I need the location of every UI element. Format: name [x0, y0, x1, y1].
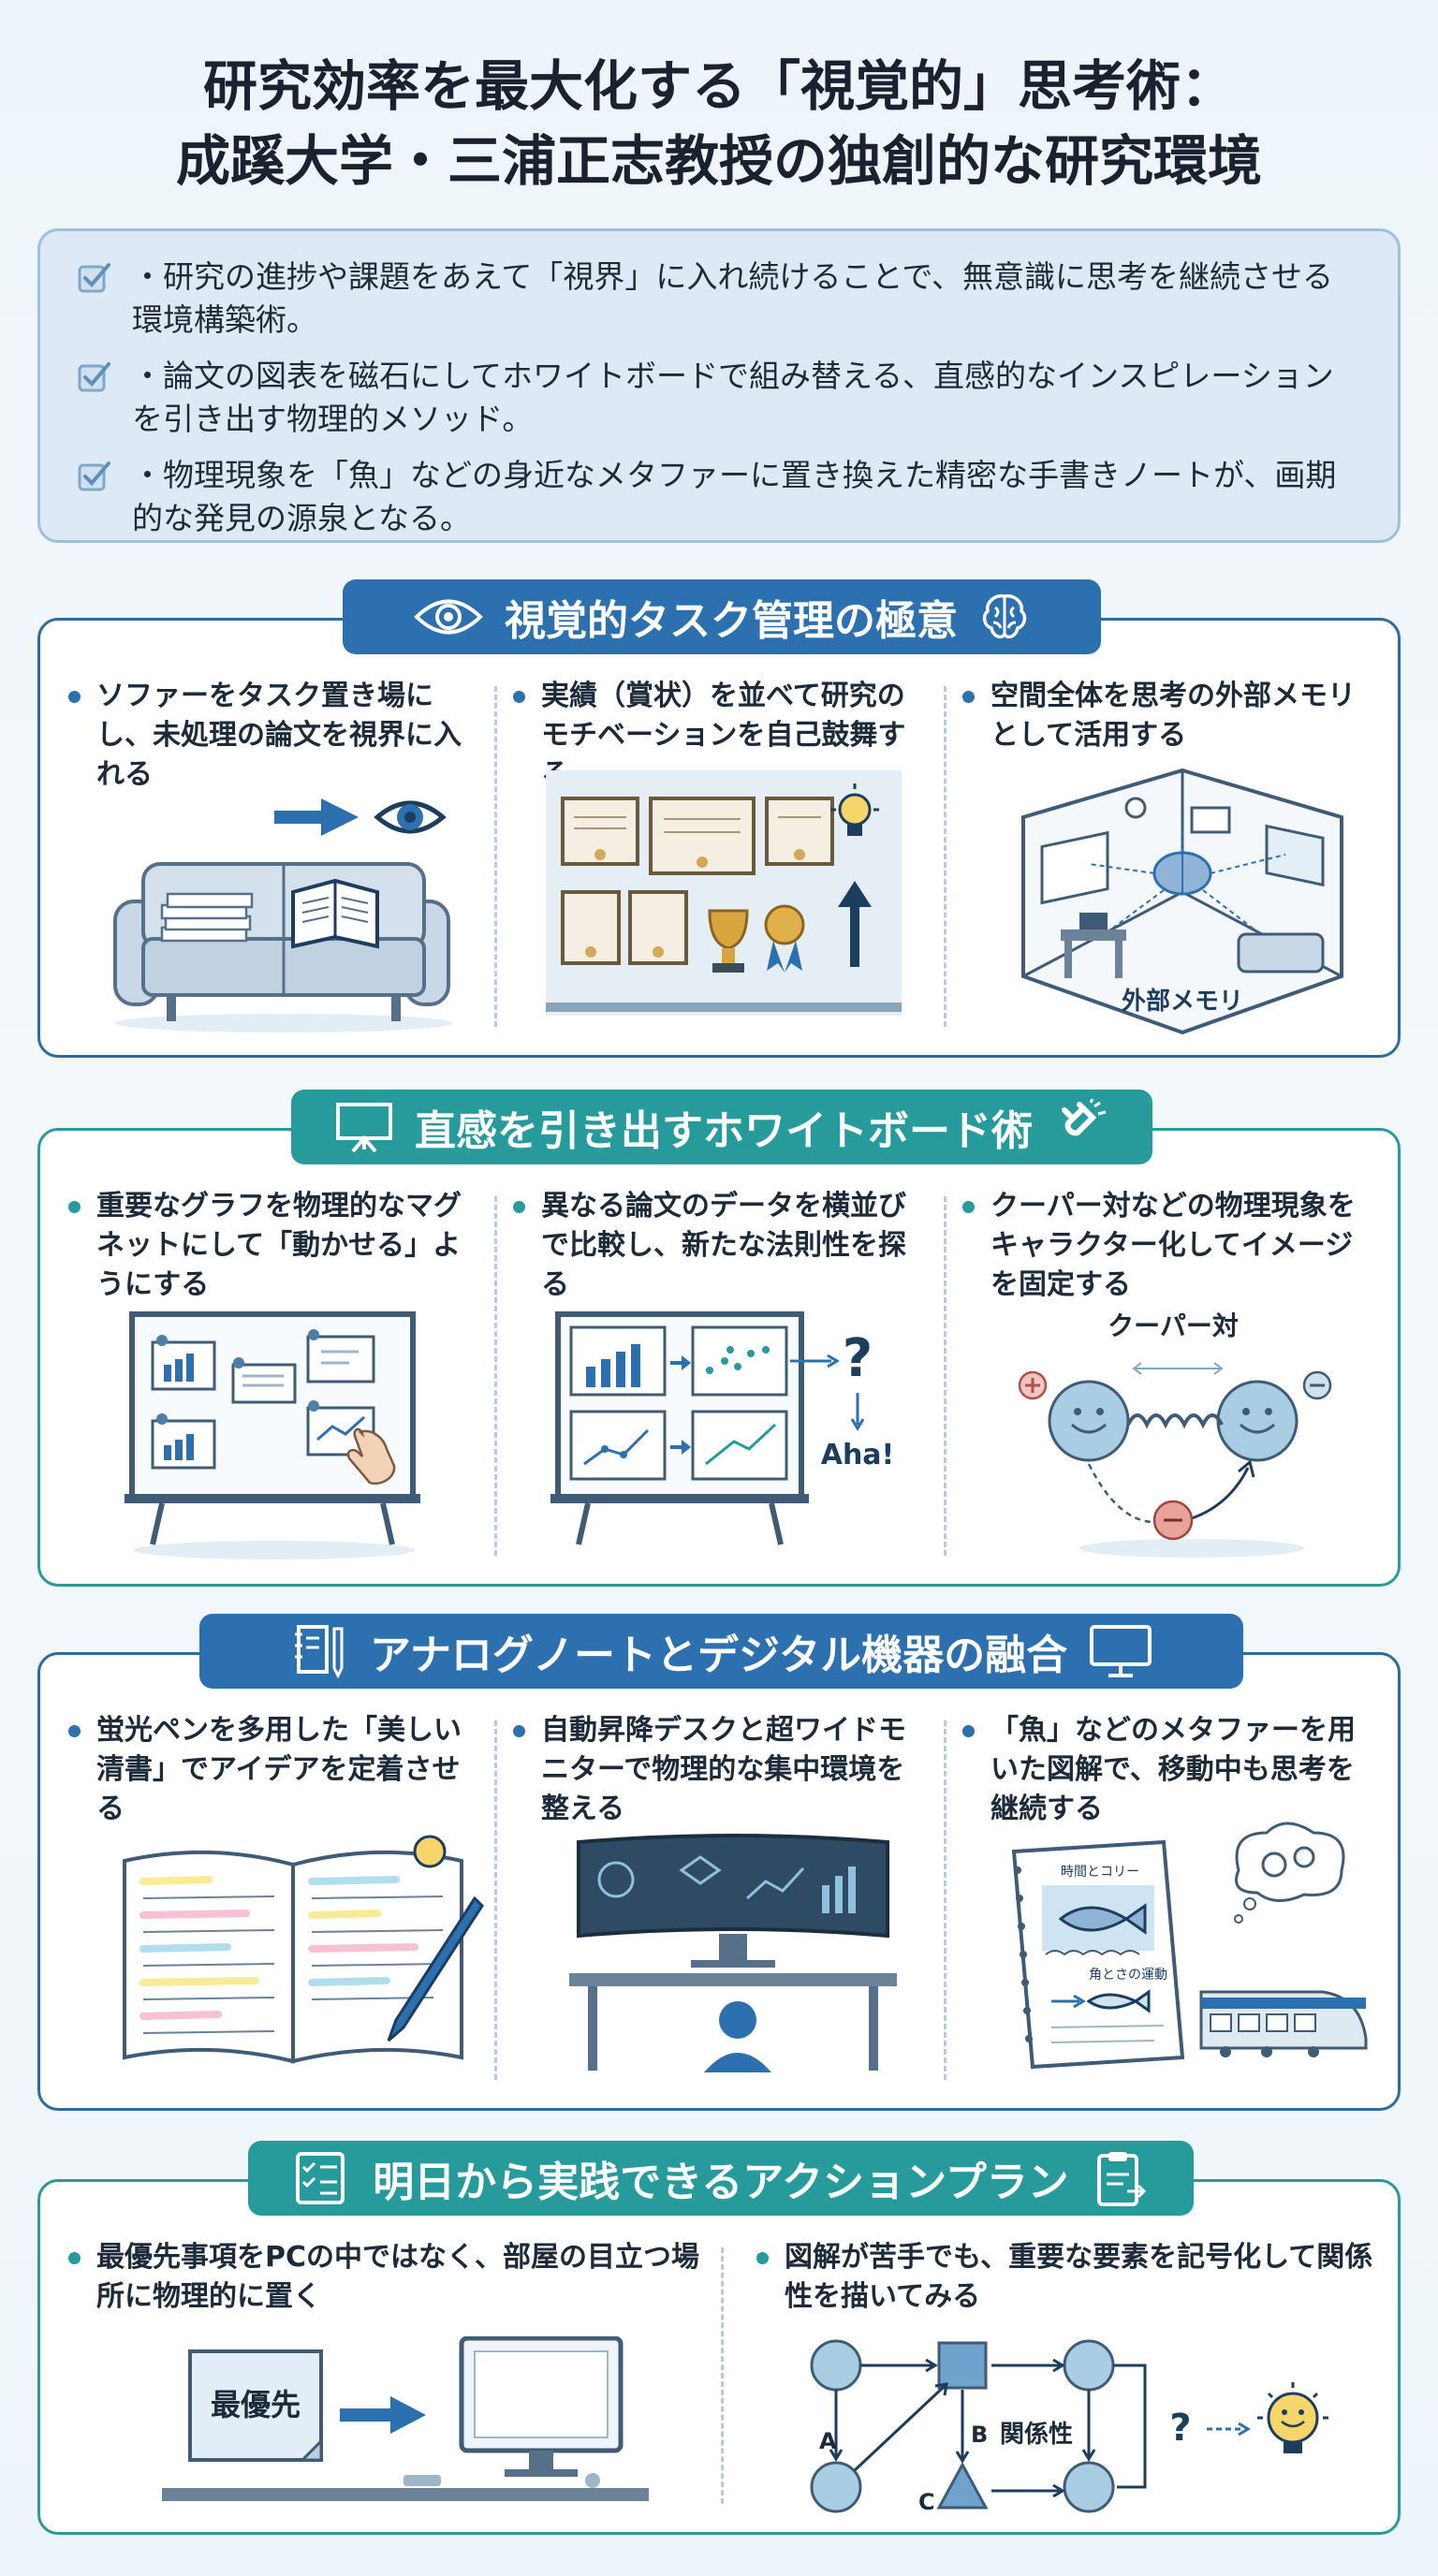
checkbox-icon [78, 263, 110, 293]
data-compare-illustration: ? Aha! [550, 1311, 895, 1545]
cooper-pair-illustration: クーパー対 [1018, 1310, 1332, 1558]
bullet-dot [68, 691, 81, 703]
eye-icon [414, 599, 483, 635]
bullet-dot [68, 2252, 81, 2264]
point-text: ソファーをタスク置き場にし、未処理の論文を視界に入れる [68, 677, 480, 795]
column-divider [494, 1720, 497, 2080]
section-title: 明日から実践できるアクションプラン [373, 2159, 1069, 2206]
point-text: 重要なグラフを物理的なマグネットにして「動かせる」ようにする [68, 1187, 480, 1305]
summary-text: ・研究の進捗や課題をあえて「視界」に入れ続けることで、無意識に思考を継続させる環… [132, 258, 1334, 338]
column-divider [944, 1196, 946, 1556]
brain-icon [982, 593, 1027, 639]
priority-label: 最優先 [211, 2387, 301, 2422]
notebook-icon [294, 1625, 344, 1679]
magnet-icon [1053, 1099, 1107, 1155]
svg-text:?: ? [843, 1328, 873, 1389]
sofa-illustration [113, 798, 452, 1032]
column-divider [494, 1196, 497, 1556]
point-text: 「魚」などのメタファーを用いた図解で、移動中も思考を継続する [962, 1711, 1374, 1829]
section-action-plan: 明日から実践できるアクションプラン 最優先事項をPCの中ではなく、部屋の目立つ場… [37, 2141, 1401, 2535]
bullet-dot [756, 2252, 769, 2264]
section-banner: 視覚的タスク管理の極意 [343, 579, 1101, 654]
node-b-label: B [971, 2422, 988, 2448]
point-text: 自動昇降デスクと超ワイドモニターで物理的な集中環境を整える [513, 1711, 925, 1829]
cooper-label: クーパー対 [1108, 1310, 1239, 1341]
summary-item: ・論文の図表を磁石にしてホワイトボードで組み替える、直感的なインスピレーションを… [78, 355, 1360, 441]
section-visual-task: 視覚的タスク管理の極意 ソファーをタスク置き場にし、未処理の論文を視界に入れる … [37, 579, 1401, 1058]
open-notebook-illustration [123, 1835, 484, 2064]
note-heading-1: 時間とコリー [1061, 1865, 1139, 1880]
summary-text: ・論文の図表を磁石にしてホワイトボードで組み替える、直感的なインスピレーションを… [132, 358, 1334, 437]
bullet-dot [962, 691, 975, 703]
question-mark: ? [1169, 2407, 1191, 2450]
checkbox-icon [78, 461, 110, 491]
room-memory-illustration: 外部メモリ [1021, 768, 1343, 1035]
monitor-icon [1090, 1625, 1152, 1677]
bullet-dot [513, 1201, 525, 1213]
section-title: アナログノートとデジタル機器の融合 [369, 1632, 1068, 1679]
column-divider [944, 1720, 946, 2080]
illus-label: 外部メモリ [1122, 988, 1243, 1016]
bullet-dot [68, 1725, 81, 1737]
fish-note-illustration: 時間とコリー 角とさの運動 [1011, 1822, 1368, 2070]
relation-label: 関係性 [1000, 2421, 1073, 2449]
bullet-dot [513, 691, 525, 703]
summary-item: ・研究の進捗や課題をあえて「視界」に入れ続けることで、無意識に思考を継続させる環… [78, 256, 1360, 342]
point-text: 実績（賞状）を並べて研究のモチベーションを自己鼓舞する [513, 677, 925, 795]
column-divider [494, 686, 497, 1027]
bullet-dot [962, 1725, 975, 1737]
title-line-1: 研究効率を最大化する「視覚的」思考術： [202, 54, 1235, 118]
section-title: 視覚的タスク管理の極意 [505, 597, 958, 645]
section-banner: 明日から実践できるアクションプラン [248, 2141, 1194, 2216]
summary-text: ・物理現象を「魚」などの身近なメタファーに置き換えた精密な手書きノートが、画期的… [132, 457, 1337, 536]
note-heading-2: 角とさの運動 [1089, 1968, 1167, 1983]
point-text: 蛍光ペンを多用した「美しい清書」でアイデアを定着させる [68, 1711, 480, 1829]
point-text: 異なる論文のデータを横並びで比較し、新たな法則性を探る [513, 1187, 925, 1305]
checklist-icon [296, 2152, 345, 2204]
awards-wall-illustration [546, 770, 902, 1016]
title-line-2: 成蹊大学・三浦正志教授の独創的な研究環境 [175, 129, 1262, 193]
summary-item: ・物理現象を「魚」などの身近なメタファーに置き換えた精密な手書きノートが、画期的… [78, 454, 1360, 540]
point-text: 最優先事項をPCの中ではなく、部屋の目立つ場所に物理的に置く [68, 2238, 724, 2317]
aha-label: Aha! [821, 1439, 895, 1471]
section-banner: 直感を引き出すホワイトボード術 [291, 1090, 1152, 1164]
whiteboard-icon [336, 1103, 392, 1153]
checkbox-icon [78, 362, 110, 392]
summary-box: ・研究の進捗や課題をあえて「視界」に入れ続けることで、無意識に思考を継続させる環… [37, 228, 1401, 543]
bullet-dot [68, 1201, 81, 1213]
section-banner: アナログノートとデジタル機器の融合 [199, 1614, 1243, 1689]
column-divider [944, 686, 946, 1027]
point-text: 空間全体を思考の外部メモリとして活用する [962, 677, 1374, 755]
node-a-label: A [819, 2428, 837, 2454]
node-c-label: C [918, 2489, 935, 2515]
section-whiteboard: 直感を引き出すホワイトボード術 重要なグラフを物理的なマグネットにして「動かせる… [37, 1090, 1401, 1587]
priority-sticky-illustration: 最優先 [162, 2336, 649, 2501]
relation-diagram-illustration: A B C 関係性 ? [810, 2339, 1328, 2515]
magnet-board-illustration [125, 1311, 420, 1559]
bullet-dot [513, 1725, 525, 1737]
standing-desk-illustration [569, 1834, 897, 2072]
section-analog-digital: アナログノートとデジタル機器の融合 蛍光ペンを多用した「美しい清書」でアイデアを… [37, 1614, 1401, 2111]
point-text: クーパー対などの物理現象をキャラクター化してイメージを固定する [962, 1187, 1374, 1305]
section-title: 直感を引き出すホワイトボード術 [415, 1107, 1033, 1155]
column-divider [721, 2247, 724, 2504]
clipboard-icon [1096, 2152, 1146, 2206]
bullet-dot [962, 1201, 975, 1213]
point-text: 図解が苦手でも、重要な要素を記号化して関係性を描いてみる [756, 2238, 1374, 2317]
page-title: 研究効率を最大化する「視覚的」思考術： 成蹊大学・三浦正志教授の独創的な研究環境 [0, 49, 1438, 198]
